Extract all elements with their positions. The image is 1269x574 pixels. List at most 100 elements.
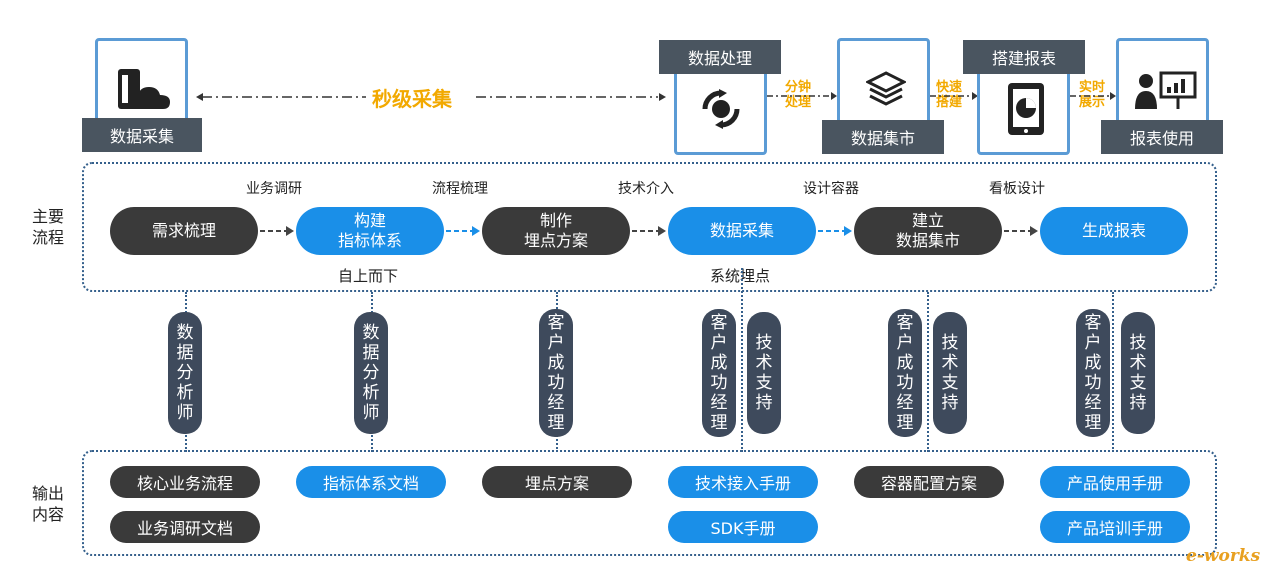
role-char: 成	[896, 353, 914, 373]
output-container-config: 容器配置方案	[854, 466, 1004, 498]
data-mart-label: 数据集市	[822, 120, 944, 154]
role-char: 师	[176, 403, 194, 423]
minute-processing-label: 分钟 处理	[784, 80, 811, 110]
step-data-collection: 数据采集	[668, 207, 816, 255]
mart-to-report-connector	[930, 92, 978, 100]
step-tracking-plan: 制作 埋点方案	[482, 207, 630, 255]
report-to-use-connector	[1070, 92, 1116, 100]
main-flow-panel	[82, 162, 1217, 292]
role-char: 客	[547, 313, 565, 333]
role-tech-support-3: 技术支持	[1121, 312, 1155, 434]
role-csm-4: 客户成功经理	[1076, 309, 1110, 437]
role-char: 功	[896, 373, 914, 393]
role-char: 理	[547, 413, 565, 433]
outputs-side-label: 输出 内容	[32, 484, 65, 524]
role-char: 经	[710, 393, 728, 413]
step-build-metrics: 构建 指标体系	[296, 207, 444, 255]
role-char: 技	[755, 333, 773, 353]
label-top-down: 自上而下	[338, 267, 399, 285]
connector-6	[1112, 292, 1114, 452]
role-char: 析	[176, 383, 194, 403]
role-char: 术	[941, 353, 959, 373]
role-char: 理	[1084, 413, 1102, 433]
report-use-box	[1116, 38, 1209, 135]
process-to-mart-connector	[767, 92, 837, 100]
tablet-pie-icon	[1008, 83, 1044, 135]
connector-5	[927, 292, 929, 452]
label-business-research: 业务调研	[246, 181, 302, 197]
realtime-display-label: 实时 展示	[1078, 80, 1105, 110]
data-collection-label: 数据采集	[82, 118, 202, 152]
role-char: 经	[1084, 393, 1102, 413]
output-product-manual: 产品使用手册	[1040, 466, 1190, 498]
role-char: 经	[896, 393, 914, 413]
fast-build-label: 快速 搭建	[935, 80, 962, 110]
role-char: 客	[1084, 313, 1102, 333]
role-char: 技	[1129, 333, 1147, 353]
role-csm-1: 客户成功经理	[539, 309, 573, 437]
data-collection-box	[95, 38, 188, 133]
role-char: 据	[176, 343, 194, 363]
role-char: 经	[547, 393, 565, 413]
role-data-analyst-2: 数据分析师	[354, 312, 388, 434]
role-char: 持	[755, 393, 773, 413]
presenter-chart-icon	[1135, 71, 1197, 109]
role-char: 支	[1129, 373, 1147, 393]
role-char: 析	[362, 383, 380, 403]
role-char: 持	[1129, 393, 1147, 413]
output-metrics-doc: 指标体系文档	[296, 466, 446, 498]
role-tech-support-1: 技术支持	[747, 312, 781, 434]
role-char: 户	[1084, 333, 1102, 353]
role-char: 据	[362, 343, 380, 363]
role-char: 成	[547, 353, 565, 373]
role-char: 师	[362, 403, 380, 423]
role-char: 数	[176, 323, 194, 343]
label-system-tracking: 系统埋点	[710, 267, 771, 285]
role-char: 功	[1084, 373, 1102, 393]
role-csm-2: 客户成功经理	[702, 309, 736, 437]
seconds-collection-label: 秒级采集	[372, 87, 452, 111]
role-csm-3: 客户成功经理	[888, 309, 922, 437]
role-char: 理	[896, 413, 914, 433]
seconds-connector-line	[196, 93, 666, 101]
connector-4	[741, 268, 743, 452]
step-requirements: 需求梳理	[110, 207, 258, 255]
role-char: 术	[1129, 353, 1147, 373]
role-char: 客	[896, 313, 914, 333]
role-char: 持	[941, 393, 959, 413]
role-char: 成	[1084, 353, 1102, 373]
role-char: 支	[755, 373, 773, 393]
eworks-watermark: e-works	[1186, 546, 1261, 566]
label-dashboard-design: 看板设计	[989, 181, 1045, 197]
output-tracking-plan: 埋点方案	[482, 466, 632, 498]
outputs-panel	[82, 450, 1217, 556]
data-mart-box	[837, 38, 930, 135]
output-training-manual: 产品培训手册	[1040, 511, 1190, 543]
role-char: 功	[710, 373, 728, 393]
role-char: 户	[710, 333, 728, 353]
step-build-mart: 建立 数据集市	[854, 207, 1002, 255]
role-char: 成	[710, 353, 728, 373]
phone-cloud-icon	[118, 69, 170, 109]
role-char: 支	[941, 373, 959, 393]
label-tech-involvement: 技术介入	[618, 181, 674, 197]
role-char: 客	[710, 313, 728, 333]
build-report-label: 搭建报表	[963, 40, 1085, 74]
role-char: 理	[710, 413, 728, 433]
output-sdk-manual: SDK手册	[668, 511, 818, 543]
role-data-analyst-1: 数据分析师	[168, 312, 202, 434]
label-design-container: 设计容器	[803, 181, 859, 197]
role-tech-support-2: 技术支持	[933, 312, 967, 434]
report-use-label: 报表使用	[1101, 120, 1223, 154]
role-char: 户	[547, 333, 565, 353]
refresh-process-icon	[702, 89, 740, 129]
output-tech-manual: 技术接入手册	[668, 466, 818, 498]
role-char: 技	[941, 333, 959, 353]
role-char: 户	[896, 333, 914, 353]
main-flow-side-label: 主要 流程	[32, 207, 65, 247]
role-char: 功	[547, 373, 565, 393]
role-char: 术	[755, 353, 773, 373]
role-char: 分	[362, 363, 380, 383]
label-process-review: 流程梳理	[432, 181, 488, 197]
